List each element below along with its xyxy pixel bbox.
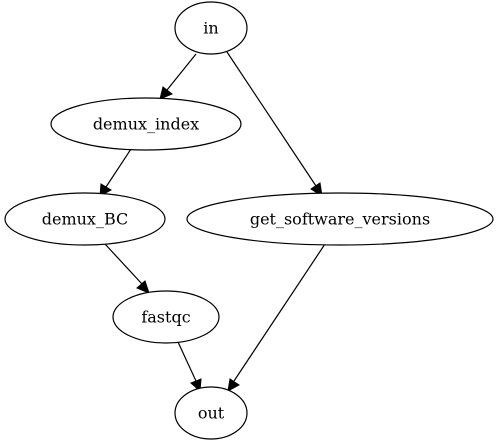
node-demux-index-label: demux_index [93,115,199,134]
edge-in-to-demux-index [159,53,197,100]
edge-demux-bc-to-fastqc [104,243,150,294]
node-get-software-versions-label: get_software_versions [250,210,430,229]
node-in: in [174,1,248,55]
edges [99,51,326,393]
node-in-label: in [203,19,218,38]
edge-get-software-versions-to-out [227,243,326,392]
node-out-label: out [198,404,225,423]
node-get-software-versions: get_software_versions [186,192,494,246]
node-demux-bc: demux_BC [4,192,166,246]
node-out: out [174,386,248,440]
node-fastqc: fastqc [112,290,220,344]
node-demux-bc-label: demux_BC [42,210,129,229]
node-fastqc-label: fastqc [141,308,190,327]
node-demux-index: demux_index [50,97,242,151]
